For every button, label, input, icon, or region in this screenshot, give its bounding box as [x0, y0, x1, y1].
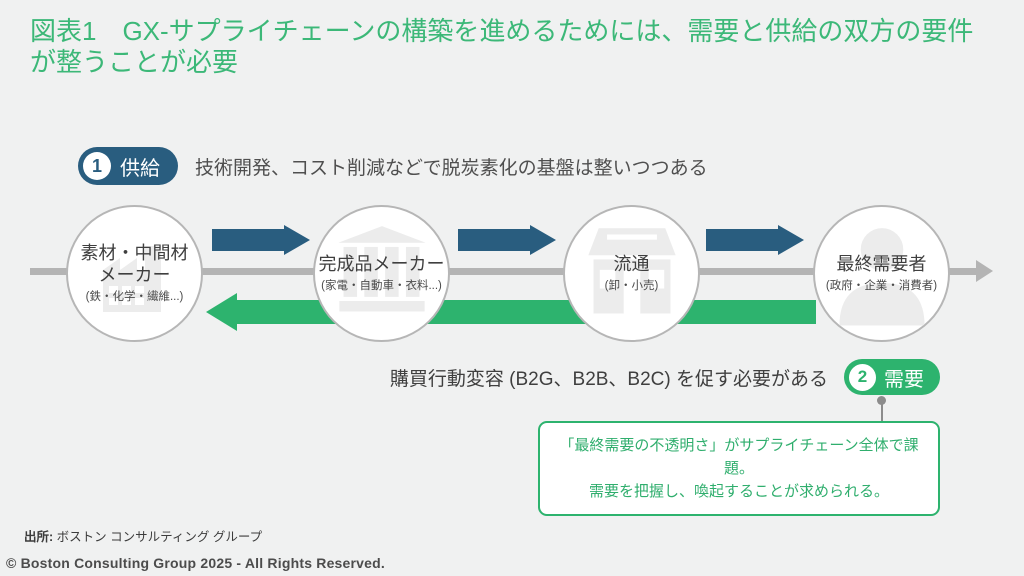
- supply-badge: 1 供給: [78, 147, 178, 185]
- node-label-group: 流通 (卸・小売): [605, 253, 659, 294]
- supply-badge-label: 供給: [120, 157, 160, 180]
- factory-icon: [68, 207, 201, 340]
- node-sublabel: (家電・自動車・衣料...): [321, 280, 442, 292]
- callout-line-1: 「最終需要の不透明さ」がサプライチェーン全体で課題。: [559, 437, 919, 477]
- source-note: 出所: ボストン コンサルティング グループ: [24, 526, 262, 545]
- supply-arrow-1-icon: [284, 225, 310, 255]
- backbone-line: [30, 268, 978, 275]
- supply-arrow-3-icon: [778, 225, 804, 255]
- supply-badge-number: 1: [83, 152, 111, 180]
- copyright: © Boston Consulting Group 2025 - All Rig…: [6, 555, 385, 571]
- node-label-group: 最終需要者 (政府・企業・消費者): [826, 253, 937, 294]
- node-label-group: 完成品メーカー (家電・自動車・衣料...): [319, 253, 445, 294]
- demand-badge-number: 2: [849, 363, 876, 391]
- source-text: ボストン コンサルティング グループ: [56, 530, 263, 544]
- demand-badge-label: 需要: [884, 368, 924, 391]
- demand-row: 購買行動変容 (B2G、B2B、B2C) を促す必要がある 2 需要: [390, 359, 940, 395]
- node-sublabel: (卸・小売): [604, 280, 659, 292]
- node-finished-goods-maker: 完成品メーカー (家電・自動車・衣料...): [313, 205, 450, 342]
- demand-badge: 2 需要: [844, 359, 940, 395]
- person-icon: [815, 207, 948, 340]
- node-distribution: 流通 (卸・小売): [563, 205, 700, 342]
- node-label: 最終需要者: [836, 254, 927, 274]
- node-label-group: 素材・中間材 メーカー (鉄・化学・繊維...): [81, 242, 189, 305]
- node-sublabel: (鉄・化学・繊維...): [85, 291, 184, 303]
- supply-row: 1 供給 技術開発、コスト削減などで脱炭素化の基盤は整いつつある: [78, 147, 708, 185]
- supply-arrow-2-icon: [530, 225, 556, 255]
- source-label: 出所:: [24, 530, 54, 544]
- supply-description: 技術開発、コスト削減などで脱炭素化の基盤は整いつつある: [195, 157, 708, 179]
- node-label: 素材・中間材: [80, 243, 189, 263]
- demand-arrow-left-icon: [206, 293, 237, 331]
- node-label-line2: メーカー: [98, 265, 171, 285]
- callout-box: 「最終需要の不透明さ」がサプライチェーン全体で課題。 需要を把握し、喚起すること…: [538, 421, 940, 516]
- node-sublabel: (政府・企業・消費者): [825, 280, 938, 292]
- node-label: 完成品メーカー: [318, 254, 445, 274]
- demand-description: 購買行動変容 (B2G、B2B、B2C) を促す必要がある: [389, 368, 828, 390]
- node-materials-maker: 素材・中間材 メーカー (鉄・化学・繊維...): [66, 205, 203, 342]
- supply-arrow-1-body: [212, 229, 284, 251]
- building-columns-icon: [315, 207, 448, 340]
- supply-arrow-3-body: [706, 229, 778, 251]
- storefront-icon: [565, 207, 698, 340]
- connector-line: [880, 400, 883, 422]
- node-end-demander: 最終需要者 (政府・企業・消費者): [813, 205, 950, 342]
- page-title: 図表1 GX-サプライチェーンの構築を進めるためには、需要と供給の双方の要件が整…: [30, 16, 974, 77]
- node-label: 流通: [613, 254, 650, 274]
- supply-arrow-2-body: [458, 229, 530, 251]
- callout-line-2: 需要を把握し、喚起することが求められる。: [588, 483, 889, 500]
- backbone-arrowhead-icon: [976, 260, 993, 282]
